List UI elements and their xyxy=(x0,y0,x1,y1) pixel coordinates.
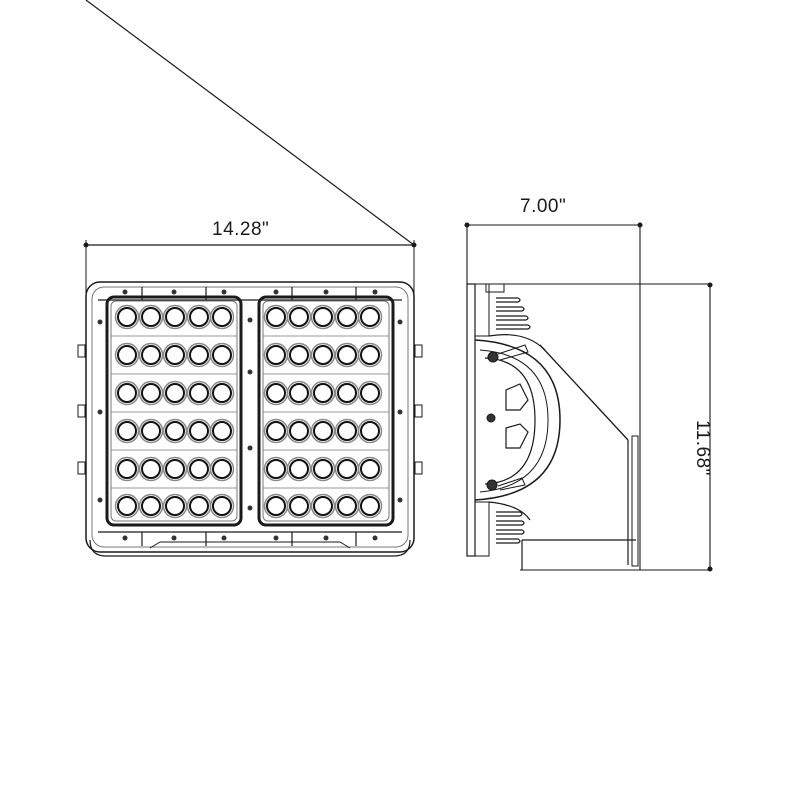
height-dimension-label: 11.68" xyxy=(692,420,713,476)
depth-dimension-line xyxy=(464,222,643,570)
depth-dimension-label: 7.00" xyxy=(520,196,567,217)
side-view xyxy=(464,222,713,572)
height-dimension-line xyxy=(467,282,713,572)
front-view xyxy=(77,0,423,557)
led-array-left xyxy=(114,304,235,519)
adjust-knob-top xyxy=(487,351,499,363)
screws xyxy=(97,289,403,541)
yoke-arc xyxy=(474,339,561,501)
adjust-knob-bottom xyxy=(486,479,498,491)
side-brackets xyxy=(77,344,423,475)
housing-outline xyxy=(85,281,415,553)
led-array-right xyxy=(263,304,383,519)
width-dimension-label: 14.28" xyxy=(212,219,270,240)
led-panel-right xyxy=(257,295,395,527)
width-dimension-line xyxy=(83,0,417,345)
led-panel-left xyxy=(105,295,243,527)
